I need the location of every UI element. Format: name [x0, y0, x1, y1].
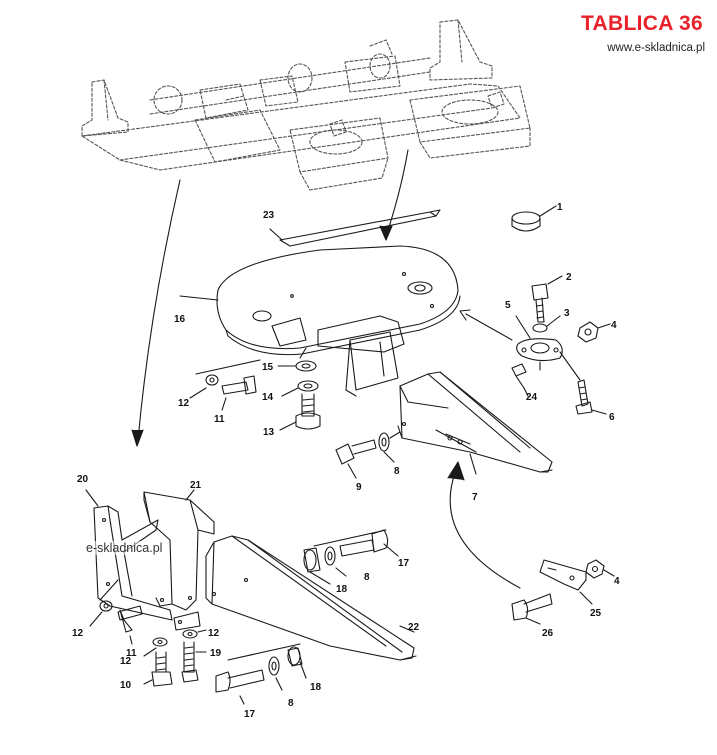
part-26-screw	[511, 593, 553, 621]
part-1-cap	[511, 211, 541, 232]
part-19-bolt	[181, 641, 199, 683]
part-25-plate	[539, 559, 587, 591]
callout-21: 21	[190, 480, 202, 491]
callout-23: 23	[263, 210, 275, 221]
callout-24: 24	[526, 392, 538, 403]
callout-12-lower-a: 12	[72, 628, 84, 639]
callout-17-lower: 17	[244, 709, 256, 720]
part-7-cone	[397, 371, 553, 473]
callout-25: 25	[590, 608, 602, 619]
arrow-to-lower-assembly	[137, 179, 181, 441]
part-12-washer-upper	[205, 374, 219, 386]
part-12-washer-lower-c	[182, 629, 198, 639]
callout-20: 20	[77, 474, 89, 485]
arrow-to-plate	[385, 149, 409, 237]
part-13-bolt	[295, 393, 321, 430]
callout-17-upper: 17	[398, 558, 410, 569]
part-14-washer	[297, 380, 319, 392]
part-16-plate	[216, 245, 461, 397]
part-23-rod	[279, 211, 437, 247]
part-10-bolt	[151, 651, 173, 687]
part-20-bracket	[93, 505, 173, 621]
arrow-curved-to-cone	[449, 469, 521, 589]
callout-16: 16	[174, 314, 186, 325]
part-5-flange	[516, 338, 563, 362]
header-title: TABLICA 36	[580, 12, 703, 35]
callout-12-upper: 12	[178, 398, 190, 409]
part-18-spacer-lower	[287, 646, 303, 667]
callout-12-lower-b: 12	[120, 656, 132, 667]
machine-frame-outline	[81, 19, 531, 191]
part-22-cone	[205, 535, 417, 661]
callout-2: 2	[566, 272, 572, 283]
part-11-bolt-upper	[221, 375, 257, 395]
part-3-washer	[532, 323, 548, 333]
part-8-washer-lower-b	[268, 656, 280, 676]
part-8-washer-lower-a	[324, 546, 336, 566]
part-17-bolt-lower	[215, 669, 265, 693]
callout-5: 5	[505, 300, 511, 311]
callout-12-lower-c: 12	[208, 628, 220, 639]
part-6-bolt	[575, 379, 593, 415]
part-11-bolt-lower	[117, 605, 143, 633]
part-12-washer-lower-a	[99, 600, 113, 612]
callout-15: 15	[262, 362, 274, 373]
part-9-screw-upper	[335, 439, 377, 465]
callout-11-lower: 11	[126, 648, 137, 659]
callout-10: 10	[120, 680, 132, 691]
callout-19: 19	[210, 648, 222, 659]
header-website: www.e-skladnica.pl	[607, 42, 705, 54]
callout-14: 14	[262, 392, 274, 403]
callout-4-lower: 4	[614, 576, 620, 587]
callout-8-upper: 8	[394, 466, 400, 477]
callout-9: 9	[356, 482, 362, 493]
callout-8-lower-a: 8	[364, 572, 370, 583]
callout-6: 6	[609, 412, 615, 423]
part-15-washer	[295, 360, 317, 372]
part-21-bracket	[143, 491, 215, 631]
part-8-washer-upper	[378, 432, 390, 452]
part-4-nut-lower	[585, 559, 605, 579]
callout-8-lower-b: 8	[288, 698, 294, 709]
callout-22: 22	[408, 622, 420, 633]
arrow-flange-to-plate	[465, 313, 513, 341]
part-24-screw	[511, 363, 527, 389]
part-2-bolt	[531, 283, 549, 323]
callout-1: 1	[557, 202, 563, 213]
callout-18-lower: 18	[310, 682, 322, 693]
part-18-spacer-upper	[303, 547, 321, 573]
part-17-bolt-upper	[339, 529, 389, 557]
callout-7: 7	[472, 492, 478, 503]
callout-18-upper: 18	[336, 584, 348, 595]
callout-26: 26	[542, 628, 554, 639]
callout-3: 3	[564, 308, 570, 319]
callout-13: 13	[263, 427, 275, 438]
part-4-nut-upper	[577, 321, 599, 343]
watermark: e-skladnica.pl	[86, 541, 163, 555]
part-12-washer-lower-b	[152, 637, 168, 647]
callout-11-upper: 11	[214, 414, 225, 425]
callout-4-upper: 4	[611, 320, 617, 331]
